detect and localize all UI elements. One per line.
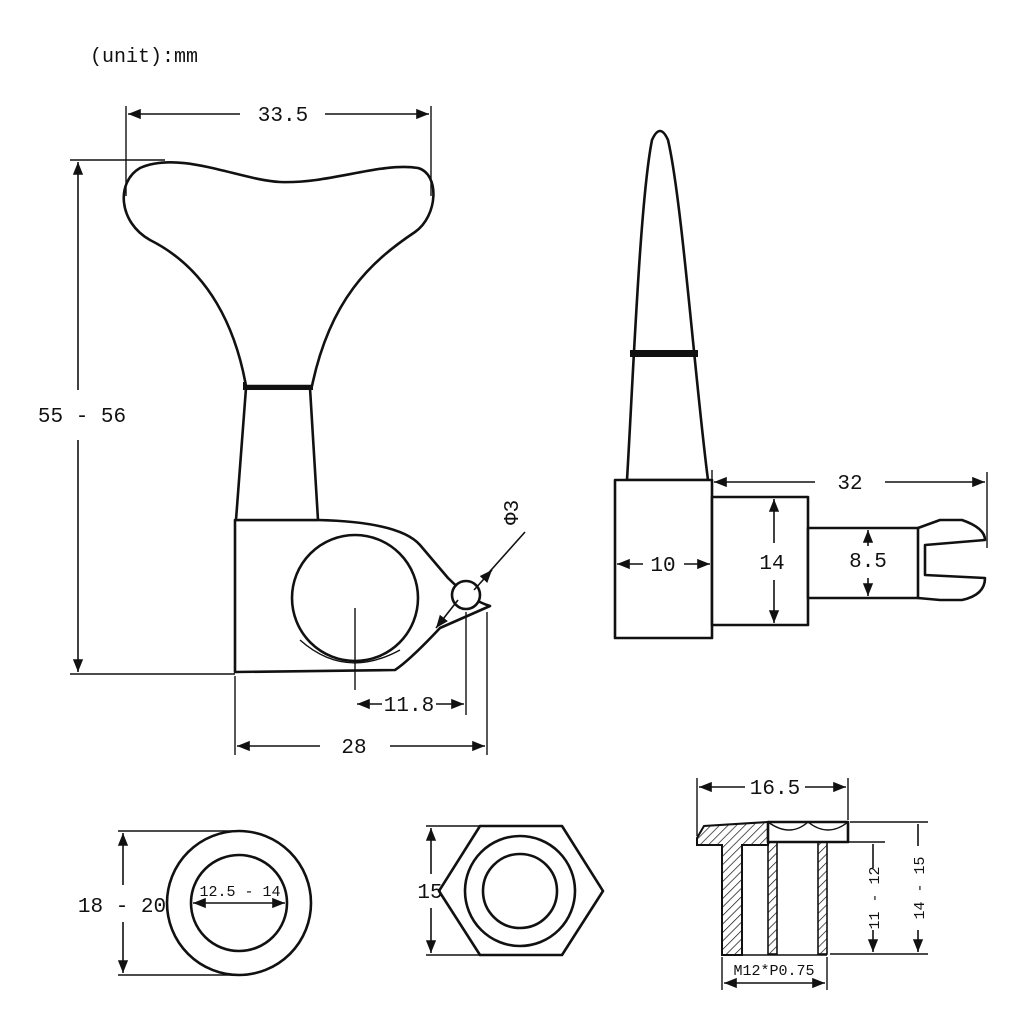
- side-key: [625, 129, 710, 482]
- housing-width-label: 10: [650, 555, 675, 578]
- bushing-height-label: 14: [759, 553, 784, 576]
- string-hole: [450, 579, 482, 611]
- tuner-key: [122, 160, 435, 388]
- hex-nut-view: 15: [417, 824, 605, 957]
- key-width-label: 33.5: [258, 105, 308, 128]
- side-key-band: [630, 350, 698, 357]
- washer-outer-label: 18 - 20: [78, 896, 166, 919]
- washer-view: 18 - 20 12.5 - 14: [78, 829, 313, 977]
- bushing-nut-top: [766, 820, 850, 844]
- side-post-tip: [916, 518, 987, 602]
- shaft-length-label: 32: [837, 473, 862, 496]
- post-ring: [299, 639, 401, 664]
- tuner-shaft: [234, 386, 320, 522]
- hex-nut-width-label: 15: [417, 882, 442, 905]
- post-to-hole-label: 11.8: [384, 695, 434, 718]
- post-diameter-label: 8.5: [849, 551, 887, 574]
- hole-diameter-label: Φ3: [502, 500, 525, 525]
- side-housing: [613, 478, 714, 640]
- tuner-front-view: [122, 160, 492, 690]
- overall-height-label: 55 - 56: [38, 406, 126, 429]
- bushing-flange: [696, 820, 769, 956]
- unit-note: (unit):mm: [90, 46, 198, 69]
- hex-nut-bore: [481, 852, 559, 930]
- bushing-thread-left: [767, 841, 778, 955]
- side-dimensions: 32 10 14 8.5: [617, 470, 988, 623]
- bushing-total-height-label: 14 - 15: [912, 856, 929, 919]
- bushing-view: 16.5 11 - 12 14 - 15 M12*P0.75: [696, 778, 929, 990]
- bushing-inner-height-label: 11 - 12: [867, 866, 884, 929]
- front-dimensions: 33.5 55 - 56 11.8 28 Φ3: [38, 105, 526, 760]
- bushing-thread-right: [817, 841, 828, 955]
- base-width-label: 28: [341, 737, 366, 760]
- bushing-thread-label: M12*P0.75: [733, 963, 814, 980]
- bushing-flange-width-label: 16.5: [750, 778, 800, 801]
- washer-inner-label: 12.5 - 14: [199, 884, 280, 901]
